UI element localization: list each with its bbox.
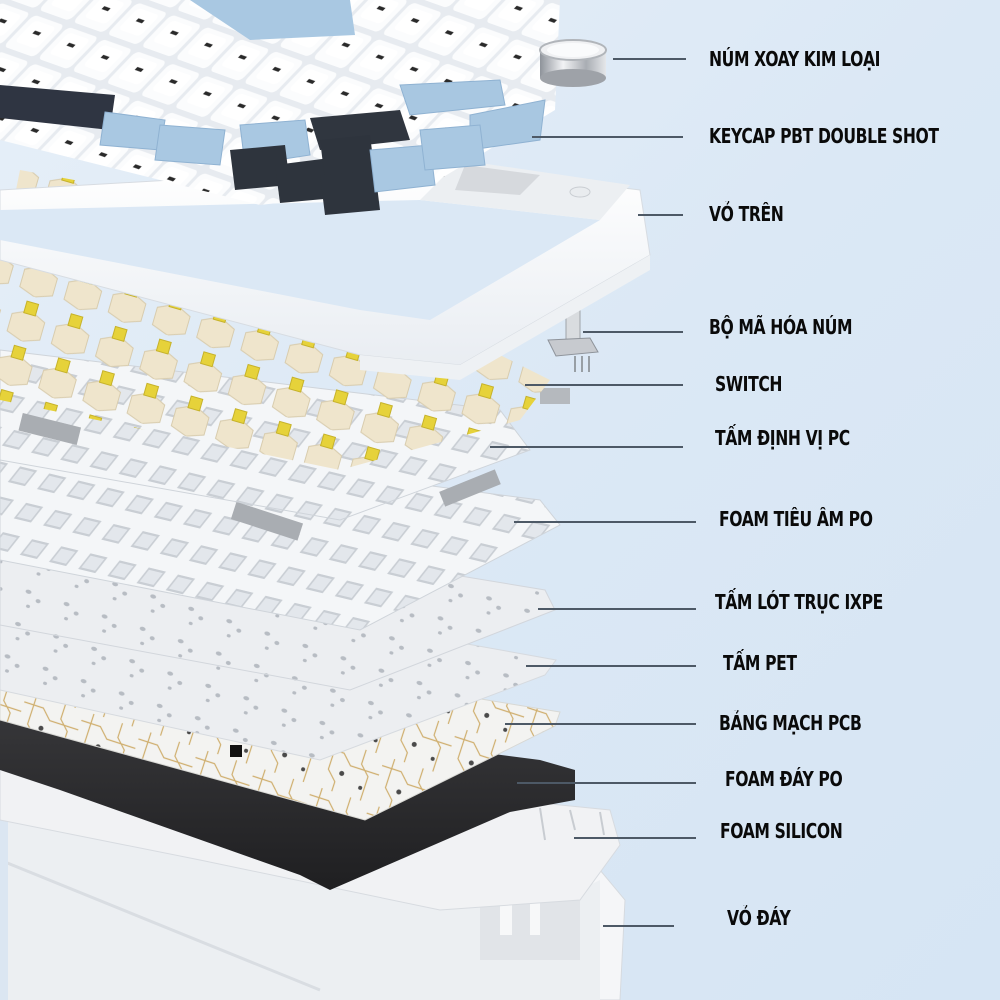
top-case-shape [0,160,651,380]
label-switch: SWITCH [715,372,783,396]
label-bottom-foam: FOAM ĐÁY PO [725,767,843,791]
leader-line-switch [525,384,683,386]
label-knob: NÚM XOAY KIM LOẠI [709,47,881,71]
label-pc-plate: TẤM ĐỊNH VỊ PC [715,426,850,450]
label-silicon-foam: FOAM SILICON [720,819,843,843]
leader-line-pcb [505,723,696,725]
keycaps-shape [0,0,560,215]
label-plate-foam: FOAM TIÊU ÂM PO [719,507,873,531]
leader-line-plate-foam [514,521,696,523]
leader-line-bottom-case [603,925,674,927]
label-pcb: BẢNG MẠCH PCB [719,711,862,735]
leader-line-pc-plate [490,446,683,448]
leader-line-encoder [583,331,683,333]
knob-shape [539,39,607,87]
label-keycaps: KEYCAP PBT DOUBLE SHOT [709,124,939,148]
label-bottom-case: VỎ ĐÁY [727,906,791,930]
leader-line-bottom-foam [517,782,696,784]
label-top-case: VỎ TRÊN [709,202,784,226]
leader-line-ixpe [538,608,696,610]
leader-line-keycaps [532,136,683,138]
leader-line-silicon-foam [574,837,696,839]
leader-line-top-case [638,214,683,216]
label-pet: TẤM PET [723,651,797,675]
leader-line-knob [613,58,686,60]
leader-line-pet [526,665,696,667]
label-ixpe: TẤM LÓT TRỤC IXPE [715,590,883,614]
label-encoder: BỘ MÃ HÓA NÚM [709,315,853,339]
